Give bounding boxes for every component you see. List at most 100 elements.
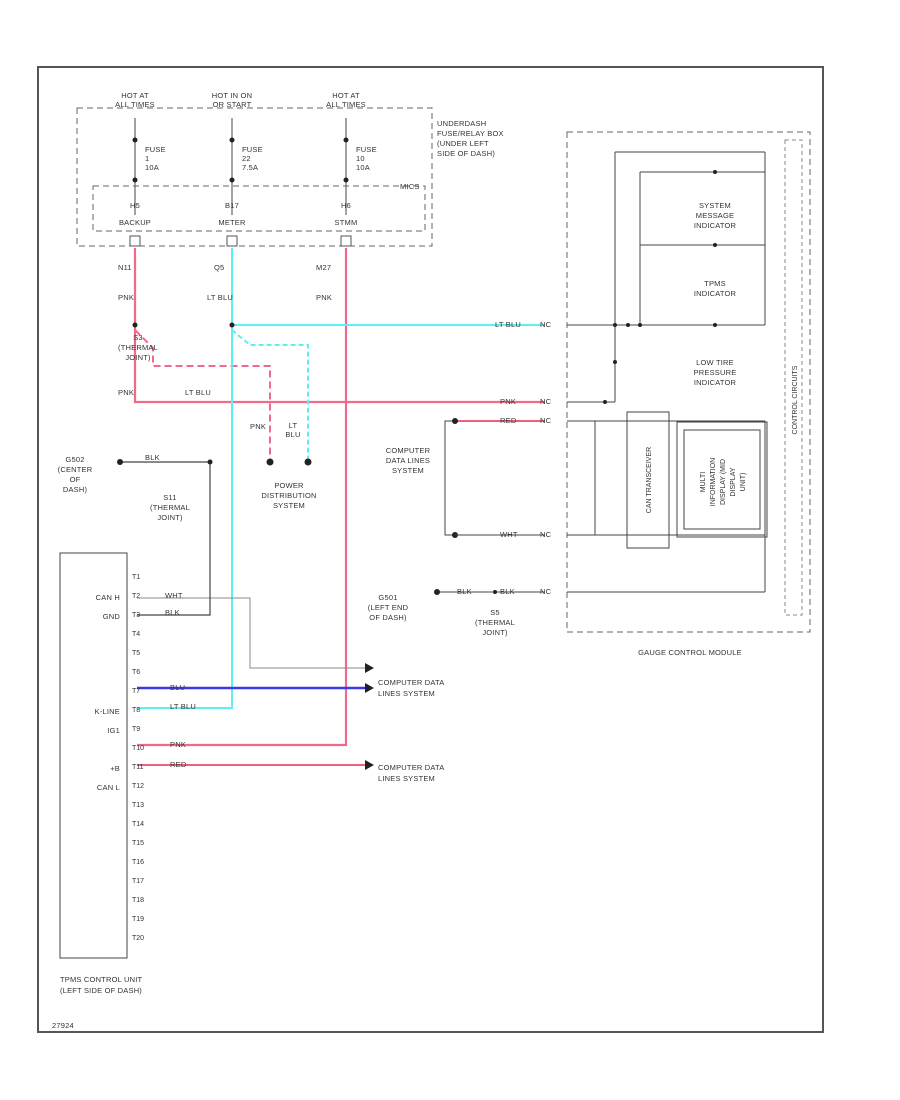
computer-data-right-label: COMPUTER DATA: [378, 678, 445, 687]
junction: [713, 323, 717, 327]
junction: [638, 323, 642, 327]
junction: [613, 360, 617, 364]
fuse-label: 22: [242, 154, 251, 163]
pin-name: STMM: [335, 218, 358, 227]
gauge-pin-label: NC: [540, 397, 552, 406]
low-tire-label: PRESSURE: [694, 368, 737, 377]
ground-g501: [434, 589, 440, 595]
computer-data-mid-label: DATA LINES: [386, 456, 430, 465]
control-circuits-label: CONTROL CIRCUITS: [792, 365, 799, 434]
tpms-side-label: IG1: [107, 726, 120, 735]
tpms-pin: T5: [132, 650, 140, 657]
gauge-module-outline: [566, 131, 811, 633]
ground-g502: [117, 459, 123, 465]
gauge-wire-label: RED: [500, 416, 517, 425]
arrow-cdl: [365, 663, 374, 673]
fuse-box-label: UNDERDASH: [437, 119, 486, 128]
fuse-terminal: [343, 177, 349, 183]
fuse-box-outline: [76, 107, 433, 247]
computer-data-mid-label: COMPUTER: [386, 446, 431, 455]
wire-pnk-backup: [133, 248, 545, 404]
wire-label: BLU: [285, 430, 300, 439]
ground-g502-label: (CENTER: [58, 465, 93, 474]
power-distribution-label: DISTRIBUTION: [261, 491, 316, 500]
gauge-wire-label: BLK: [457, 587, 472, 596]
fuse-box-inner: [92, 185, 426, 232]
gauge-wire-label: BLK: [500, 587, 515, 596]
gauge-pin-label: NC: [540, 530, 552, 539]
hot-label: ALL TIMES: [326, 100, 366, 109]
footer-code: 27924: [52, 1021, 74, 1030]
wire-label: PNK: [250, 422, 266, 431]
joint-s3-label: JOINT): [125, 353, 151, 362]
fuse-label: 1: [145, 154, 149, 163]
computer-data-right-label: LINES SYSTEM: [378, 689, 435, 698]
hot-label: HOT AT: [121, 91, 149, 100]
arrow-cdl: [365, 683, 374, 693]
wire-label: LT BLU: [185, 388, 211, 397]
wire-label: LT BLU: [207, 293, 233, 302]
ground-g502-label: DASH): [63, 485, 88, 494]
pin-name: METER: [218, 218, 246, 227]
junction: [713, 243, 717, 247]
hot-label: HOT IN ON: [212, 91, 252, 100]
fuse-label: 10A: [145, 163, 159, 172]
joint-s5-label: JOINT): [482, 628, 508, 637]
tpms-unit-label: (LEFT SIDE OF DASH): [60, 986, 142, 995]
tpms-side-label: K-LINE: [95, 707, 120, 716]
fuse-label: 10A: [356, 163, 370, 172]
system-indicator-label: MESSAGE: [696, 211, 735, 220]
wire-label: BLU: [170, 683, 185, 692]
tpms-pin: T8: [132, 707, 140, 714]
tpms-indicator-label: INDICATOR: [694, 289, 737, 298]
wires-layer: [133, 248, 545, 766]
joint-s5-label: S5: [490, 608, 500, 617]
wire-label: PNK: [118, 388, 134, 397]
wire-label: RED: [170, 760, 187, 769]
terminal-power: [304, 458, 312, 466]
wire-label: LT BLU: [170, 702, 196, 711]
hot-label: ALL TIMES: [115, 100, 155, 109]
joint-s11-label: S11: [163, 493, 176, 502]
gauge-wire-label: WHT: [500, 530, 518, 539]
wire-pnk-stmm: [137, 248, 348, 747]
gauge-module-label: GAUGE CONTROL MODULE: [638, 648, 742, 657]
joint-s11-label: (THERMAL: [150, 503, 190, 512]
terminal-power: [266, 458, 274, 466]
mid-label: UNIT): [740, 473, 747, 492]
circuit-label: M27: [316, 263, 331, 272]
tpms-unit-label: TPMS CONTROL UNIT: [60, 975, 143, 984]
joint-s5: [493, 590, 497, 594]
wire-ltblu-meter: [137, 248, 233, 709]
tpms-indicator-label: TPMS: [704, 279, 726, 288]
computer-data-right-label: LINES SYSTEM: [378, 774, 435, 783]
mid-box-outer: [676, 421, 768, 538]
joint-s11-label: JOINT): [157, 513, 183, 522]
tpms-pin: T2: [132, 593, 140, 600]
computer-data-mid-label: SYSTEM: [392, 466, 424, 475]
tpms-pin: T10: [132, 745, 144, 752]
tpms-pin: T19: [132, 916, 144, 923]
tpms-side-label: CAN H: [96, 593, 120, 602]
joint-s3: [132, 322, 138, 328]
gauge-pin-label: NC: [540, 320, 552, 329]
gauge-pin-label: NC: [540, 587, 552, 596]
wire-label: LT: [289, 421, 298, 430]
connector-pin: [226, 235, 238, 247]
ground-g502-label: G502: [65, 455, 84, 464]
joint-s3-label: (THERMAL: [118, 343, 158, 352]
mid-label: DISPLAY (MID: [720, 459, 727, 505]
tpms-pin: T12: [132, 783, 144, 790]
junction: [613, 323, 617, 327]
fuse-label: 7.5A: [242, 163, 258, 172]
fuse-label: FUSE: [356, 145, 377, 154]
wire-label: WHT: [165, 591, 183, 600]
tpms-side-label: +B: [110, 764, 120, 773]
circuit-label: N11: [118, 263, 132, 272]
tpms-pin: T1: [132, 574, 140, 581]
fuse-terminal: [343, 137, 349, 143]
wire-data-mid: [444, 420, 455, 536]
tpms-pin: T13: [132, 802, 144, 809]
joint-s11: [207, 459, 213, 465]
tpms-pin: T18: [132, 897, 144, 904]
